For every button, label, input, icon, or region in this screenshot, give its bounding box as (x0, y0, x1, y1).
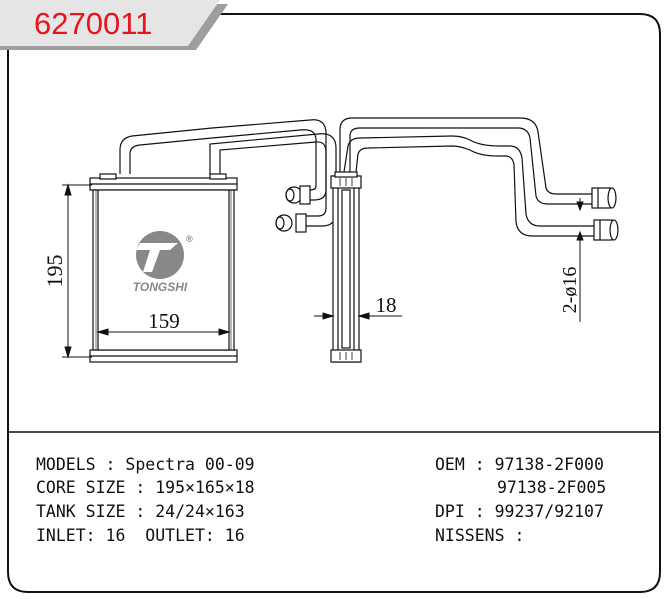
oem-row-2: 97138-2F005 (497, 478, 606, 498)
dpi-label: DPI (435, 502, 465, 521)
pipe-diameter-dimension (576, 198, 584, 322)
core-size-label: CORE SIZE (36, 478, 126, 497)
height-dimension-label: 195 (42, 255, 67, 288)
inlet-outlet-row: INLET: 16 OUTLET: 16 (36, 526, 245, 545)
header-ribbon (0, 0, 220, 46)
dpi-row: DPI : 99237/92107 (435, 502, 604, 521)
logo-registered-mark: ® (186, 234, 193, 244)
part-number: 6270011 (34, 6, 153, 41)
core-size-value: 195×165×18 (155, 478, 255, 497)
outlet-label: OUTLET (145, 526, 205, 545)
logo-text: TONGSHI (133, 280, 188, 294)
side-pipe-upper (339, 117, 600, 195)
width-dimension-label: 159 (148, 309, 180, 333)
pipe-diameter-label: 2-ø16 (559, 267, 581, 314)
tank-size-value: 24/24×163 (155, 502, 245, 521)
oem-label: OEM (435, 455, 465, 474)
tongshi-logo: ® TONGSHI (133, 231, 193, 294)
models-value: Spectra 00-09 (125, 455, 255, 474)
inlet-label: INLET (36, 526, 86, 545)
oem-row: OEM : 97138-2F000 (435, 455, 604, 474)
dpi-value: 99237/92107 (494, 502, 604, 521)
front-pipe-right (209, 133, 337, 227)
models-row: MODELS : Spectra 00-09 (36, 455, 255, 474)
thickness-dimension (314, 312, 402, 320)
height-dimension (62, 183, 92, 359)
side-pipe-lower (343, 135, 600, 227)
outlet-value: 16 (224, 526, 245, 545)
tank-size-row: TANK SIZE : 24/24×163 (36, 502, 245, 521)
front-pipe-left (119, 119, 327, 201)
tank-size-label: TANK SIZE (36, 502, 126, 521)
nissens-label: NISSENS (435, 526, 505, 545)
thickness-dimension-label: 18 (376, 293, 397, 317)
side-view (330, 117, 619, 363)
inlet-value: 16 (105, 526, 126, 545)
width-dimension (96, 328, 231, 336)
nissens-row: NISSENS : (435, 526, 535, 545)
front-view (89, 119, 337, 363)
oem-value-1: 97138-2F000 (494, 455, 604, 474)
core-size-row: CORE SIZE : 195×165×18 (36, 478, 255, 497)
oem-value-2: 97138-2F005 (497, 478, 607, 497)
models-label: MODELS (36, 455, 96, 474)
